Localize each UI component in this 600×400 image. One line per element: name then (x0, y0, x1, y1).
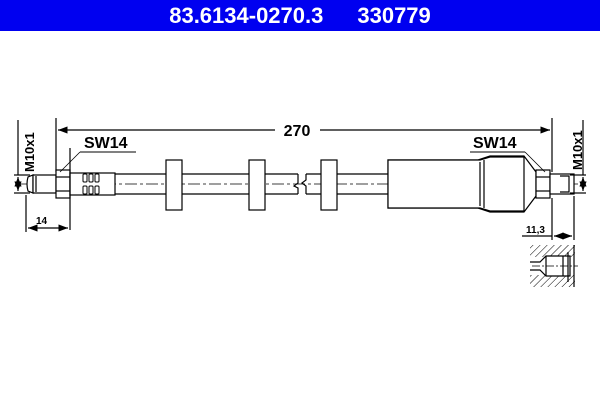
reference-number: 330779 (357, 2, 431, 28)
left-thread-dimension (14, 120, 68, 232)
part-number: 83.6134-0270.3 (169, 2, 324, 28)
port-section-detail (530, 245, 578, 287)
hose-clip-3 (320, 159, 338, 211)
left-fitting (26, 148, 116, 230)
right-thread-label: M10x1 (570, 130, 585, 170)
right-thread-dimension (522, 120, 587, 240)
overall-length-dimension (55, 118, 553, 172)
hose-clip-2 (248, 159, 266, 211)
left-sw-leader (59, 151, 81, 173)
left-thread-length-label: 14 (36, 216, 48, 227)
right-wrench-size-label: SW14 (473, 135, 517, 152)
left-wrench-size-label: SW14 (84, 135, 128, 152)
right-thread-length-label: 11,3 (526, 225, 545, 236)
overall-length-label: 270 (284, 123, 311, 140)
hose (115, 173, 390, 195)
right-fitting (535, 169, 575, 240)
title-bar: 83.6134-0270.3 330779 (0, 0, 600, 31)
right-sw-leader (524, 151, 546, 173)
right-ferrule (387, 155, 537, 213)
left-thread-label: M10x1 (22, 132, 37, 172)
hose-clip-1 (165, 159, 183, 211)
